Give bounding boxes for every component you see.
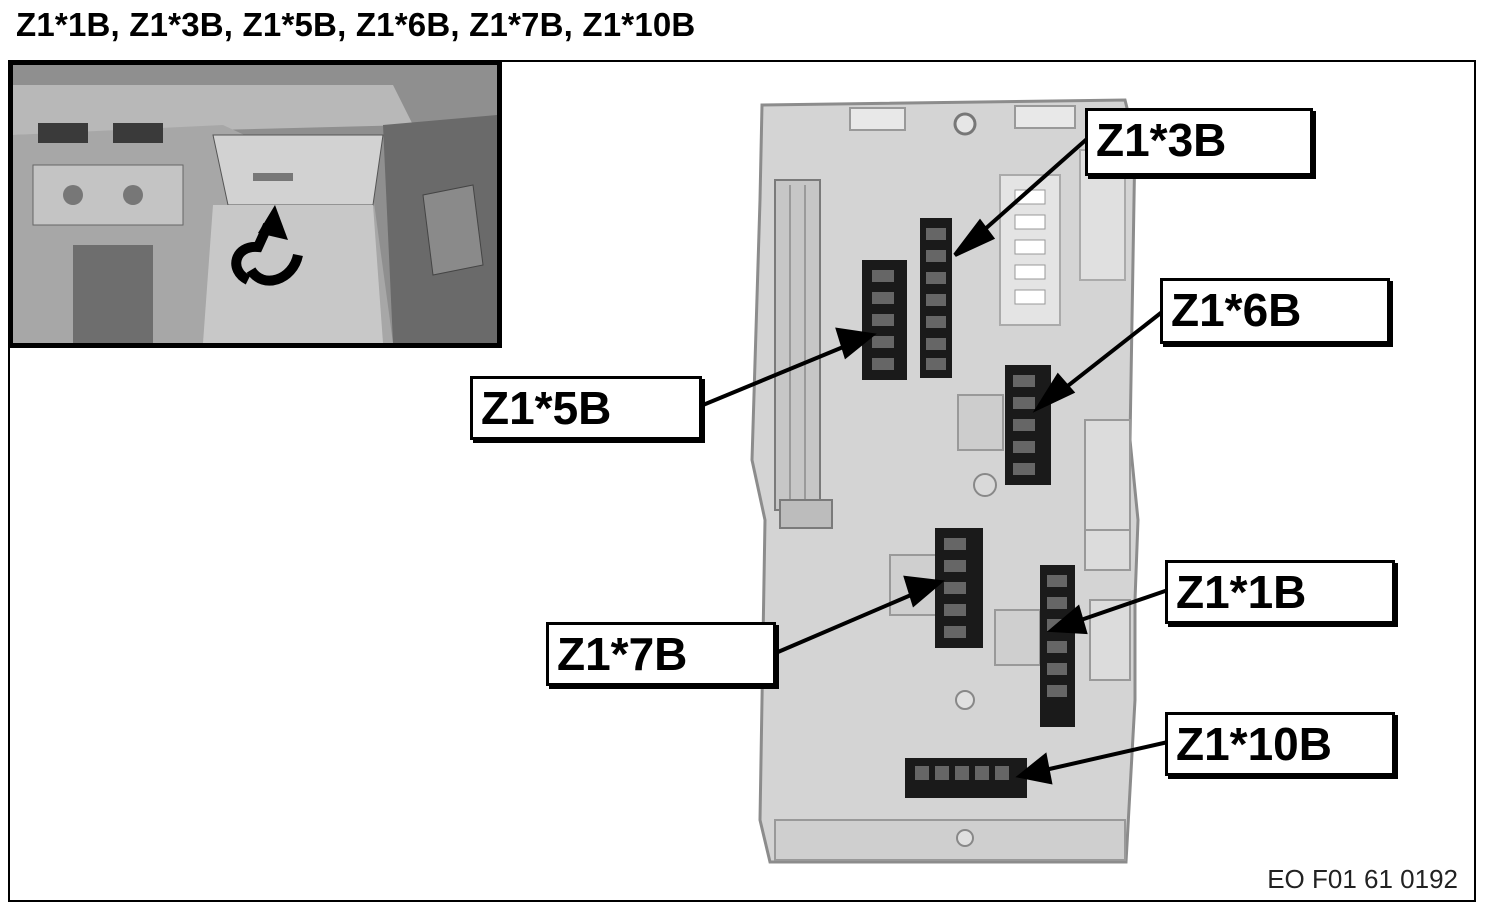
vehicle-location-inset [8,60,502,348]
arrowhead-z1-3b [953,218,996,257]
callout-z1-3b: Z1*3B [1085,108,1313,176]
arrowhead-z1-10b [1015,752,1053,785]
arrowhead-z1-5b [835,327,877,360]
connector-z1-10b [905,758,1027,798]
connector-z1-1b [1040,565,1075,727]
arrowhead-z1-7b [903,575,945,608]
leader-z1-3b [973,136,1090,240]
leader-z1-6b [1058,310,1164,394]
leader-z1-7b [777,590,919,654]
callout-z1-1b: Z1*1B [1165,560,1395,624]
module-housing [750,98,1140,864]
dashboard-illustration [13,65,497,343]
callout-z1-7b: Z1*7B [546,622,776,686]
connector-z1-6b [1005,365,1051,485]
connector-z1-3b [920,218,952,378]
leader-arrows [702,136,1169,785]
reference-code: EO F01 61 0192 [1267,864,1458,894]
leader-z1-10b [1044,740,1169,772]
connector-z1-5b [862,260,907,380]
curved-arrow-icon [231,205,303,286]
callout-z1-6b: Z1*6B [1160,278,1390,344]
callout-z1-5b: Z1*5B [470,376,702,440]
leader-z1-1b [1074,588,1169,624]
leader-z1-5b [702,343,849,407]
page-title: Z1*1B, Z1*3B, Z1*5B, Z1*6B, Z1*7B, Z1*10… [16,6,696,43]
connector-z1-7b [935,528,983,648]
arrowhead-z1-1b [1046,604,1088,635]
callout-z1-10b: Z1*10B [1165,712,1395,776]
arrowhead-z1-6b [1032,372,1076,413]
